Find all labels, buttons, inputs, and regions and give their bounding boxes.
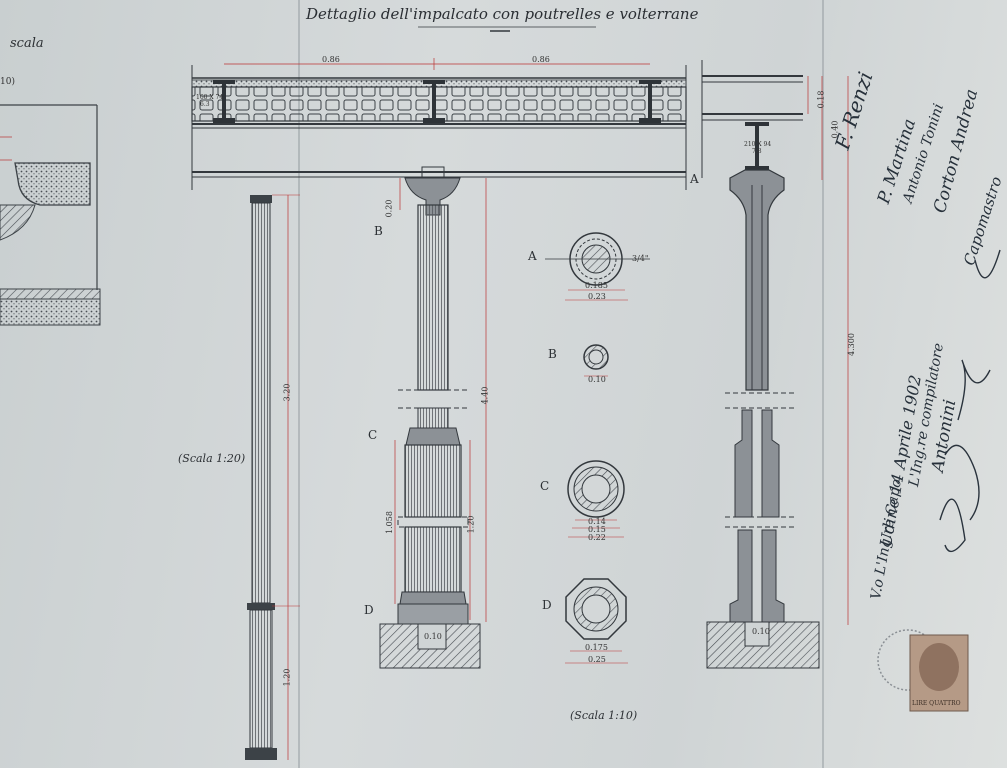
dim-span-1: 0.86	[322, 55, 340, 64]
dim-col2-h2: 1.20	[466, 515, 476, 534]
scale-bottom: (Scala 1:10)	[570, 709, 638, 722]
profile-label: 210 X 94	[744, 141, 772, 148]
left-detail-fragment	[0, 104, 101, 326]
section-B	[583, 344, 609, 377]
sec-C-d2: 0.15	[588, 525, 606, 534]
paper-fold	[298, 0, 300, 768]
dim-col1-h2: 1.20	[282, 668, 292, 687]
sec-C-d3: 0.22	[588, 533, 606, 542]
stamp-text: LIRE QUATTRO	[912, 700, 961, 707]
scale-ratio-fragment: 10)	[0, 77, 15, 87]
dim-span-2: 0.86	[532, 55, 550, 64]
label-B: B	[548, 347, 557, 361]
revenue-stamp	[877, 629, 969, 712]
column-slender	[245, 194, 300, 760]
label-B-elevation: B	[374, 224, 383, 238]
dim-side-h1: 0.18	[816, 90, 826, 109]
i-beam	[213, 80, 235, 123]
sec-A-side: 3/4"	[632, 254, 649, 263]
dim-col2-cap: 0.20	[384, 199, 394, 218]
scale-left: (Scala 1:20)	[178, 452, 246, 465]
floor-section	[191, 58, 687, 190]
label-C: C	[540, 479, 550, 493]
label-A: A	[528, 249, 537, 263]
i-beam	[639, 80, 661, 123]
sec-D-d1: 0.175	[585, 643, 608, 652]
label-A-section: A	[690, 172, 699, 186]
profile-label-2: 7.8	[752, 148, 762, 155]
side-beam-section	[701, 60, 849, 625]
beam-label: 160 X 74	[196, 94, 224, 101]
sec-D-d2: 0.25	[588, 655, 606, 664]
label-D-elevation: D	[364, 603, 374, 617]
drawing-title: Dettaglio dell'impalcato con poutrelles …	[306, 5, 699, 23]
sec-C-d1: 0.14	[588, 517, 606, 526]
dim-col2-foot: 0.10	[424, 632, 442, 641]
column-cross-section	[706, 169, 820, 669]
section-C	[567, 460, 625, 538]
sec-A-d1: 0.185	[585, 281, 608, 290]
section-A	[545, 232, 650, 301]
scale-fragment: scala	[10, 36, 44, 51]
sec-A-d2: 0.23	[588, 292, 606, 301]
signature-scribbles	[939, 249, 1001, 553]
column-elevation	[379, 166, 487, 669]
dim-col2-base: 1.058	[384, 511, 394, 534]
dim-total-height: 4.300	[846, 333, 856, 356]
i-beam	[423, 80, 445, 123]
label-C-elevation: C	[368, 428, 378, 442]
dim-col1-h1: 3.20	[282, 383, 292, 402]
section-D	[565, 578, 628, 664]
dim-section-foot: 0.10	[752, 627, 770, 636]
beam-label-2: 6.3	[200, 101, 210, 108]
label-D: D	[542, 598, 552, 612]
paper-fold	[822, 0, 824, 768]
dim-col2-h1: 4.40	[480, 386, 490, 405]
sec-B-d1: 0.10	[588, 375, 606, 384]
